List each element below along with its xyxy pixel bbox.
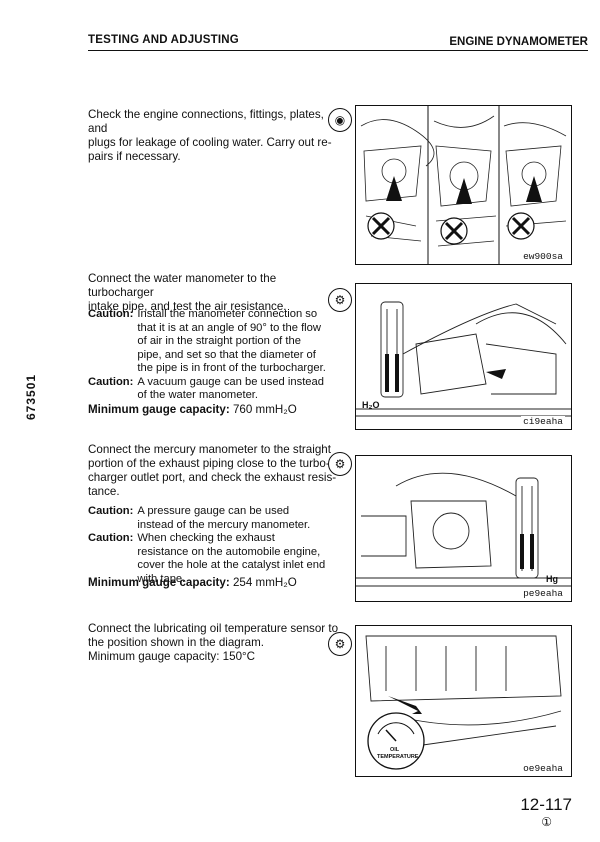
section-2-capacity: Minimum gauge capacity: 760 mmH₂O [88, 403, 297, 416]
gauge-label-temperature: TEMPERATURE [377, 754, 419, 760]
caution-text: When checking the exhaust resistance on … [137, 532, 326, 585]
section-3-cautions: Caution: A pressure gauge can be used in… [88, 505, 328, 586]
figure-2-label: ci9eaha [521, 416, 565, 427]
section-2-line-1: Connect the water manometer to the turbo… [88, 272, 277, 299]
figure-1-label: ew900sa [521, 251, 565, 262]
section-1-line-2: plugs for leakage of cooling water. Carr… [88, 136, 332, 149]
figure-3-label: pe9eaha [521, 588, 565, 599]
section-3-capacity: Minimum gauge capacity: 254 mmH₂O [88, 576, 297, 589]
caution-text: A vacuum gauge can be used instead of th… [137, 375, 324, 402]
figure-engine-plugs: ew900sa [355, 105, 572, 265]
section-2-line-2: intake pipe, and test the air resistance… [88, 300, 287, 313]
section-title: TESTING AND ADJUSTING [88, 34, 239, 46]
caution-text: A pressure gauge can be used instead of … [137, 505, 311, 531]
figure-4-label: oe9eaha [521, 763, 565, 774]
section-3-line-2: portion of the exhaust piping close to t… [88, 457, 330, 470]
caution-item: Caution: Install the manometer connectio… [88, 308, 328, 376]
capacity-label: Minimum gauge capacity: [88, 576, 230, 589]
caution-item: Caution: A pressure gauge can be used in… [88, 505, 328, 532]
mercury-marker: Hg [546, 574, 558, 584]
section-3-line-1: Connect the mercury manometer to the str… [88, 443, 331, 456]
section-1-line-1: Check the engine connections, fittings, … [88, 108, 324, 135]
caution-label: Caution: [88, 375, 134, 388]
wrench-icon: ⚙ [328, 288, 352, 312]
caution-item: Caution: A vacuum gauge can be used inst… [88, 376, 328, 403]
section-2-text: Connect the water manometer to the turbo… [88, 272, 343, 314]
section-1-text: Check the engine connections, fittings, … [88, 108, 338, 164]
capacity-label: Minimum gauge capacity: [88, 403, 230, 416]
eye-icon: ◉ [328, 108, 352, 132]
caution-item: Caution: When checking the exhaust resis… [88, 532, 328, 586]
figure-oil-temperature: OIL TEMPERATURE oe9eaha [355, 625, 572, 777]
section-4-line-2: the position shown in the diagram. [88, 636, 264, 649]
capacity-value: 760 mmH₂O [232, 403, 297, 416]
figure-mercury-manometer: Hg pe9eaha [355, 455, 572, 602]
water-marker: H₂O [362, 400, 380, 410]
side-document-code: 673501 [24, 373, 38, 420]
capacity-value: 254 mmH₂O [232, 576, 297, 589]
revision-mark: ① [541, 815, 552, 829]
wrench-icon: ⚙ [328, 452, 352, 476]
caution-label: Caution: [88, 505, 134, 517]
chapter-title: ENGINE DYNAMOMETER [449, 36, 588, 48]
section-4-line-1: Connect the lubricating oil temperature … [88, 622, 339, 635]
caution-label: Caution: [88, 308, 134, 320]
wrench-icon: ⚙ [328, 632, 352, 656]
section-3-line-4: tance. [88, 485, 120, 498]
header-rule [88, 50, 588, 51]
section-1-line-3: pairs if necessary. [88, 150, 181, 163]
figure-water-manometer: H₂O ci9eaha [355, 283, 572, 430]
section-4-text: Connect the lubricating oil temperature … [88, 622, 343, 664]
section-2-cautions: Caution: Install the manometer connectio… [88, 308, 328, 403]
section-4-line-3: Minimum gauge capacity: 150°C [88, 650, 256, 663]
gauge-label-oil: OIL [390, 747, 400, 753]
caution-text: Install the manometer connection so that… [137, 308, 326, 374]
section-3-text: Connect the mercury manometer to the str… [88, 443, 343, 499]
section-3-line-3: charger outlet port, and check the exhau… [88, 471, 337, 484]
page-number: 12-117 [520, 795, 572, 814]
caution-label: Caution: [88, 532, 134, 544]
